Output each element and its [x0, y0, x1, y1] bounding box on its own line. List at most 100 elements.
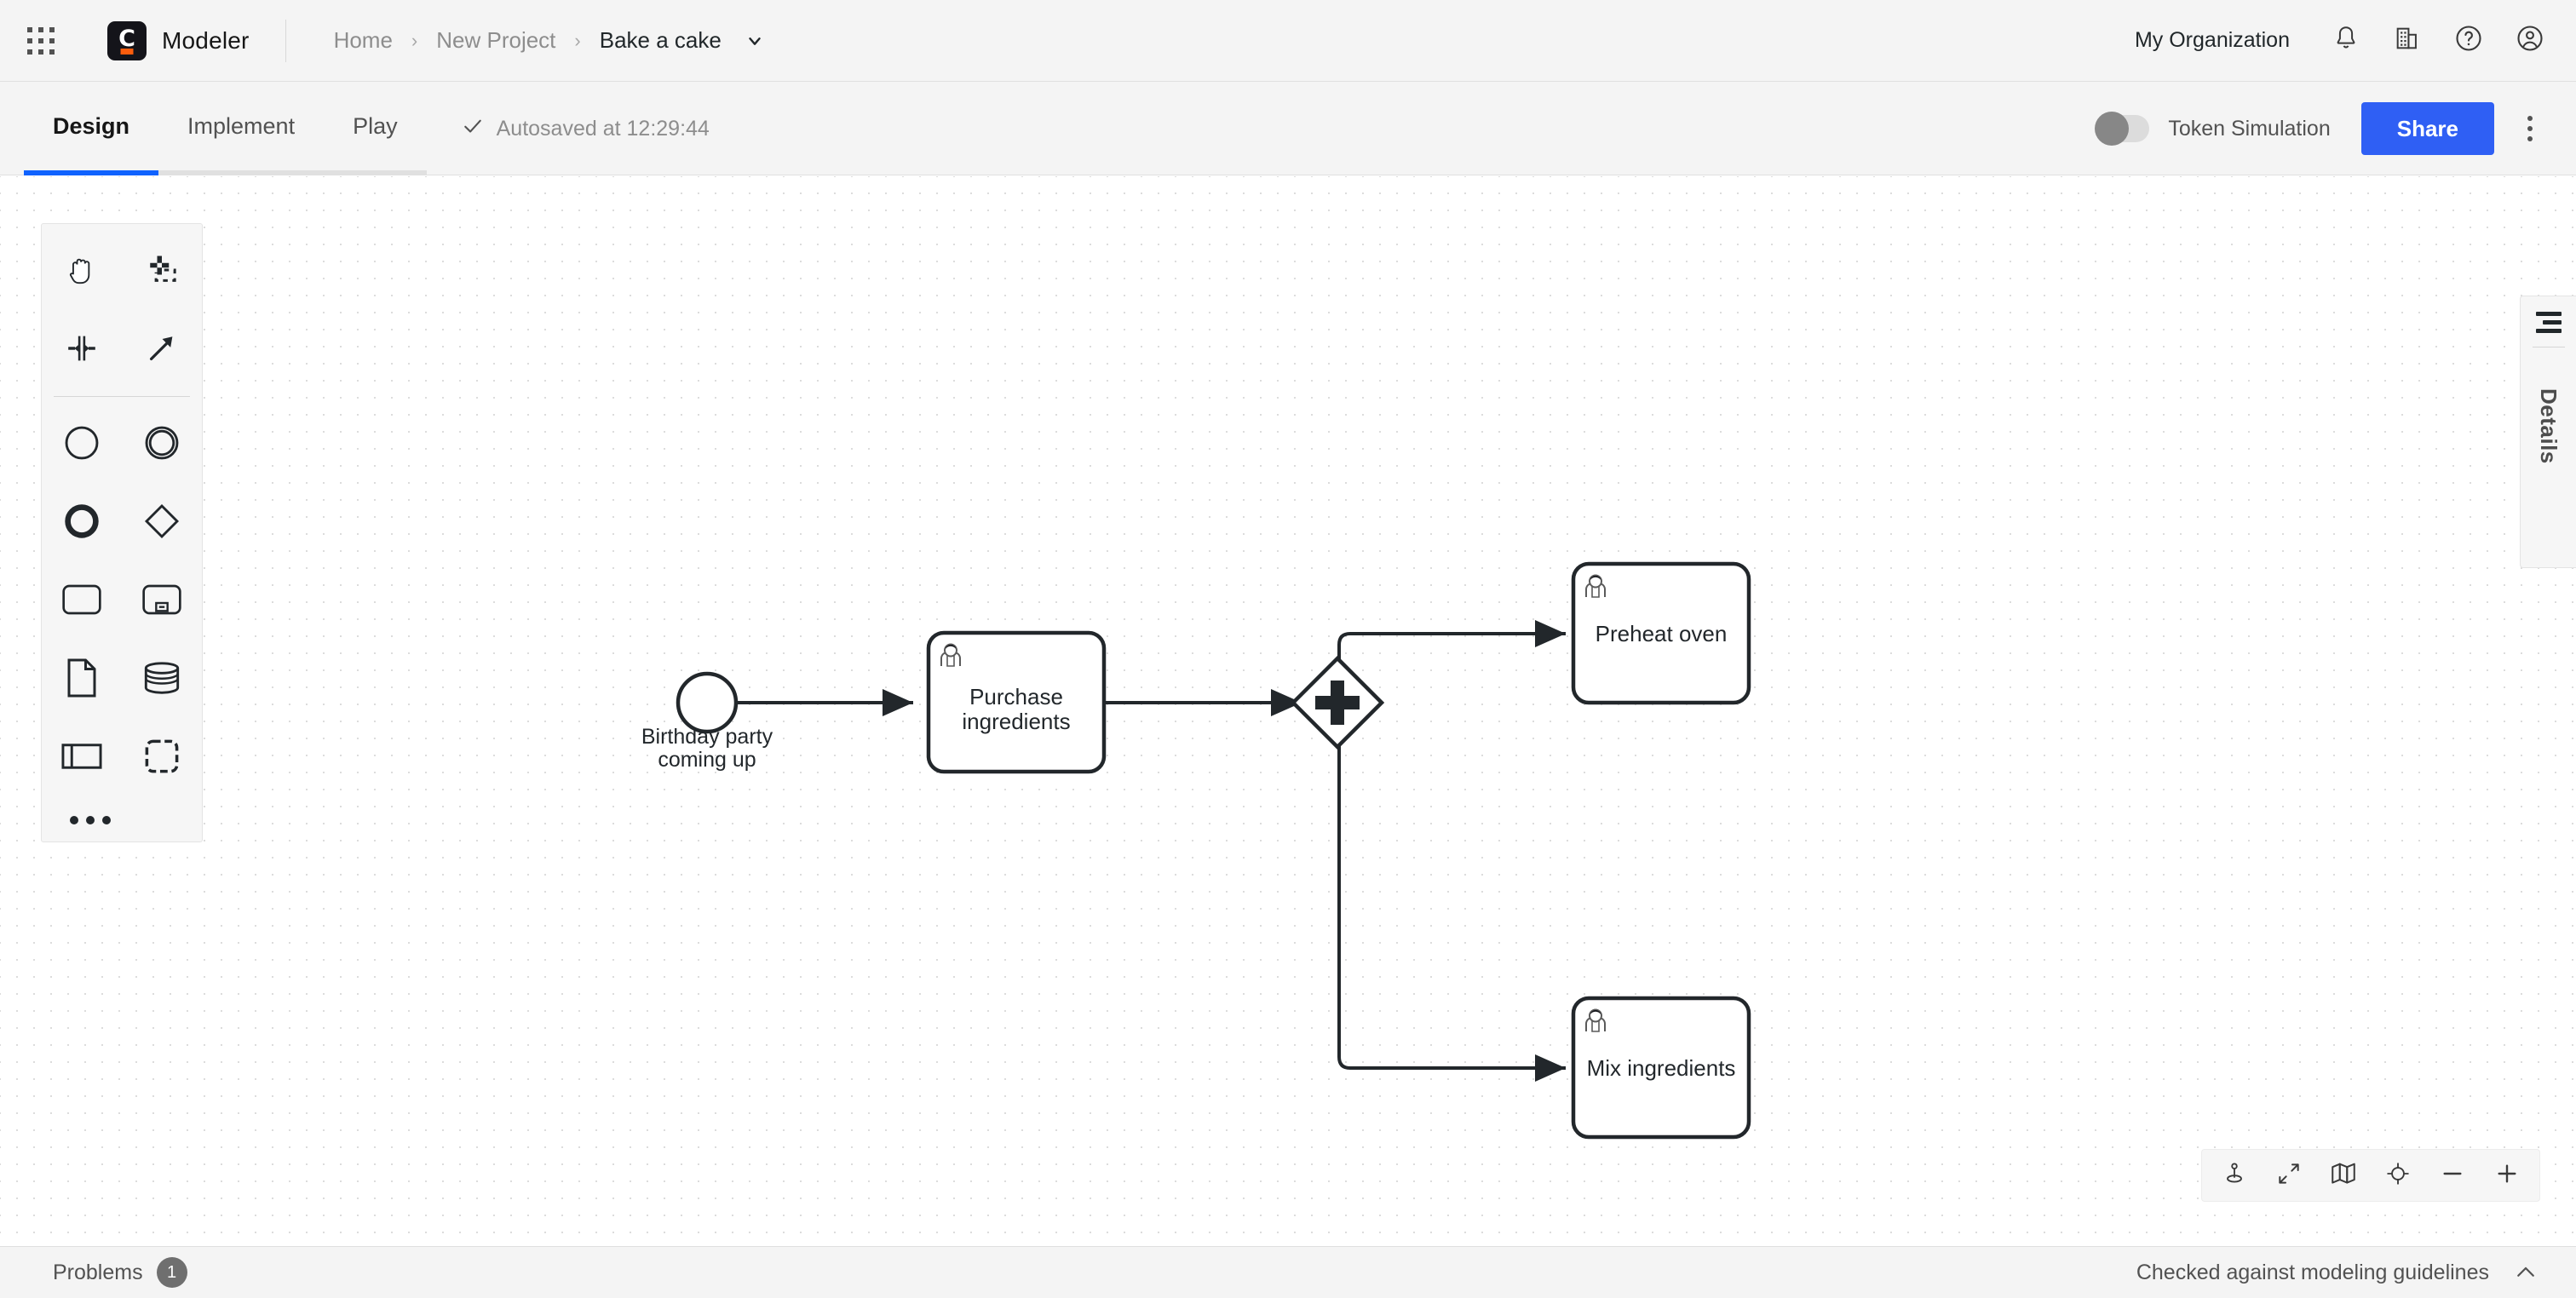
organization-button[interactable]	[2377, 10, 2438, 72]
top-bar-right: My Organization	[2135, 10, 2576, 72]
reset-zoom-button[interactable]	[2372, 1152, 2424, 1199]
breadcrumb: Home › New Project › Bake a cake	[286, 27, 764, 54]
notifications-button[interactable]	[2315, 10, 2377, 72]
zoom-in-icon	[2493, 1160, 2521, 1192]
app-switcher-icon	[27, 26, 55, 55]
autosave-text: Autosaved at 12:29:44	[496, 116, 710, 141]
logo-letter: C	[118, 25, 135, 52]
problems-count-badge: 1	[156, 1257, 187, 1288]
palette-global-connect-tool[interactable]	[122, 311, 202, 389]
bpmn-node-preheat-oven[interactable]: Preheat oven	[1571, 561, 1751, 705]
token-simulation-toggle[interactable]: Token Simulation	[2095, 112, 2331, 146]
lasso-tool-icon	[143, 251, 181, 293]
global-connect-tool-icon	[143, 330, 181, 371]
details-panel-collapsed[interactable]: Details	[2520, 296, 2576, 568]
palette-task[interactable]	[42, 562, 122, 640]
zoom-out-button[interactable]	[2427, 1152, 2478, 1199]
set-pin-button[interactable]	[2209, 1152, 2260, 1199]
task-label-line1: Preheat oven	[1596, 621, 1728, 646]
task-label-line1: Mix ingredients	[1587, 1055, 1736, 1081]
bpmn-node-mix-ingredients[interactable]: Mix ingredients	[1571, 996, 1751, 1140]
camunda-logo-icon: C	[107, 20, 147, 60]
bpmn-node-start-event[interactable]: Birthday party coming up	[641, 671, 773, 772]
zoom-out-icon	[2439, 1160, 2466, 1192]
bpmn-diagram[interactable]: Birthday party coming up Purchase ingred…	[0, 176, 2576, 1246]
toggle-track	[2095, 112, 2150, 146]
share-button[interactable]: Share	[2360, 102, 2494, 155]
palette-lasso-tool[interactable]	[122, 233, 202, 311]
editor-tabs: Design Implement Play	[0, 82, 427, 175]
flow-gateway-to-preheat	[1337, 620, 1566, 703]
breadcrumb-item-home[interactable]: Home	[333, 27, 393, 53]
palette-data-store[interactable]	[122, 640, 202, 719]
canvas-controls	[2201, 1149, 2540, 1202]
breadcrumb-item-project[interactable]: New Project	[436, 27, 556, 53]
logo-accent-bar	[120, 48, 134, 55]
palette-subprocess[interactable]	[122, 562, 202, 640]
organization-building-icon	[2393, 24, 2422, 57]
brand[interactable]: C Modeler	[82, 20, 250, 60]
tab-implement-label: Implement	[187, 112, 296, 139]
palette-intermediate-event[interactable]	[122, 405, 202, 484]
status-bar-right: Checked against modeling guidelines	[2136, 1260, 2576, 1285]
user-account-button[interactable]	[2499, 10, 2561, 72]
subprocess-expanded-icon	[141, 583, 182, 621]
bpmn-node-purchase-ingredients[interactable]: Purchase ingredients	[926, 630, 1107, 785]
user-avatar-icon	[2515, 23, 2545, 58]
editor-tab-bar-right: Token Simulation Share	[2095, 82, 2576, 175]
app-switcher-button[interactable]	[0, 0, 82, 81]
end-event-icon	[62, 502, 101, 545]
status-bar: Problems 1 Checked against modeling guid…	[0, 1246, 2576, 1298]
chevron-down-icon[interactable]	[745, 32, 764, 50]
palette-data-object[interactable]	[42, 640, 122, 719]
overflow-menu-icon[interactable]	[2503, 101, 2557, 156]
parallel-marker-icon	[1315, 681, 1360, 725]
task-icon	[61, 583, 102, 621]
tab-design[interactable]: Design	[24, 82, 159, 175]
start-event-icon	[62, 423, 101, 467]
palette-participant[interactable]	[42, 719, 122, 797]
palette-divider	[54, 396, 190, 397]
palette-space-tool[interactable]	[42, 311, 122, 389]
flow-gateway-to-mix	[1337, 740, 1566, 1082]
tab-design-label: Design	[53, 112, 130, 139]
palette-more-button[interactable]	[42, 797, 202, 824]
task-label-line2: ingredients	[962, 709, 1070, 734]
data-store-icon	[142, 660, 181, 700]
hand-tool-icon	[62, 250, 101, 294]
tab-implement[interactable]: Implement	[158, 82, 325, 175]
app-name: Modeler	[162, 26, 250, 54]
chevron-up-icon[interactable]	[2513, 1260, 2539, 1285]
breadcrumb-item-current[interactable]: Bake a cake	[599, 27, 722, 53]
autosave-status: Autosaved at 12:29:44	[427, 82, 710, 175]
help-button[interactable]	[2438, 10, 2499, 72]
minimap-button[interactable]	[2318, 1152, 2369, 1199]
palette-hand-tool[interactable]	[42, 233, 122, 311]
bpmn-node-parallel-gateway[interactable]	[1290, 655, 1385, 750]
breadcrumb-separator: ›	[411, 29, 418, 51]
problems-label: Problems	[53, 1260, 143, 1284]
palette-end-event[interactable]	[42, 484, 122, 562]
user-task-icon	[1585, 574, 1606, 598]
palette-start-event[interactable]	[42, 405, 122, 484]
intermediate-event-icon	[142, 423, 181, 467]
reset-zoom-icon	[2384, 1160, 2412, 1192]
tab-play[interactable]: Play	[324, 82, 427, 175]
details-panel-label: Details	[2536, 388, 2562, 464]
fit-viewport-button[interactable]	[2263, 1152, 2314, 1199]
palette-group[interactable]	[122, 719, 202, 797]
zoom-in-button[interactable]	[2481, 1152, 2533, 1199]
organization-name[interactable]: My Organization	[2134, 28, 2290, 52]
participant-pool-icon	[60, 740, 103, 777]
guidelines-status-text: Checked against modeling guidelines	[2136, 1260, 2489, 1284]
palette-gateway[interactable]	[122, 484, 202, 562]
bpmn-palette	[41, 223, 203, 842]
problems-button[interactable]: Problems 1	[0, 1257, 187, 1288]
gateway-icon	[142, 502, 181, 545]
details-toggle-icon	[2535, 312, 2562, 333]
user-task-icon	[1585, 1008, 1606, 1032]
tab-play-label: Play	[353, 112, 398, 139]
data-object-icon	[65, 658, 99, 703]
bpmn-canvas[interactable]: Birthday party coming up Purchase ingred…	[0, 176, 2576, 1246]
group-icon	[143, 738, 181, 779]
